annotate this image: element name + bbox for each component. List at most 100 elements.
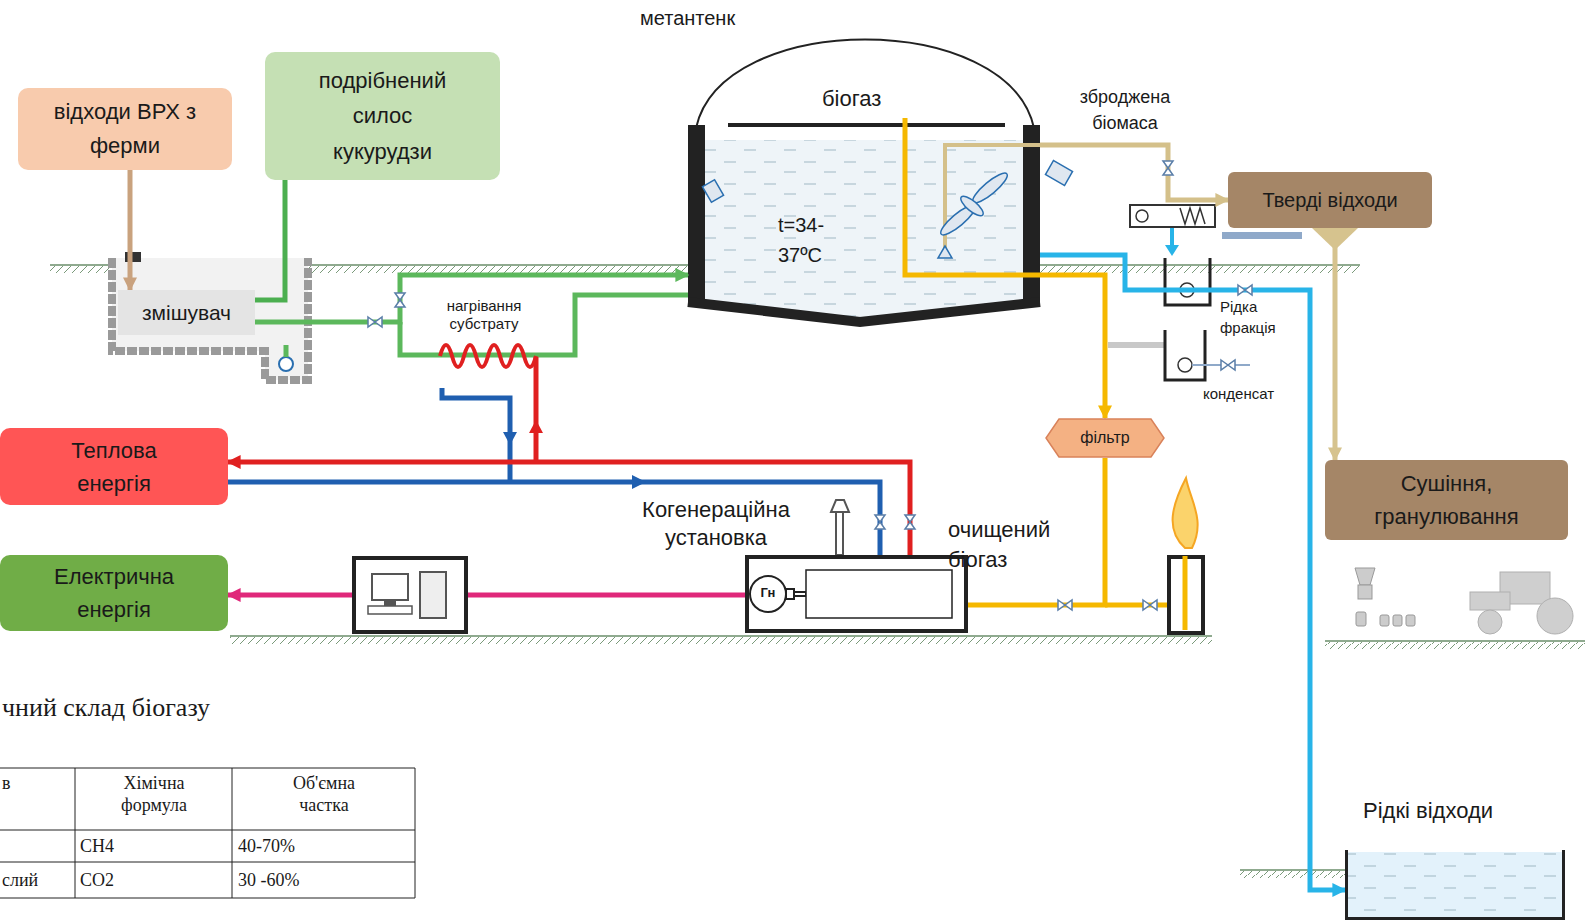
granulator xyxy=(1380,615,1389,626)
digester-liquid xyxy=(705,140,1023,318)
heat-pipe xyxy=(442,388,510,482)
mixer-pit xyxy=(112,252,308,380)
table-cell: Хімічна формула xyxy=(80,773,228,816)
mixer-pit xyxy=(125,252,141,262)
flow-pipe xyxy=(1040,145,1228,200)
source-box: відходи ВРХ з ферми xyxy=(18,88,232,170)
node-label: Когенераційна установка xyxy=(616,496,816,551)
ground-hatch xyxy=(1325,642,1585,649)
heat-pipe xyxy=(228,482,880,555)
generator-set xyxy=(786,589,794,599)
control-cabinet xyxy=(372,574,408,600)
hexagon-shape xyxy=(1046,419,1164,457)
mixer-box: змішувач xyxy=(118,290,255,335)
granulator xyxy=(1355,568,1415,626)
heat-arrow xyxy=(503,420,646,489)
liquid-tank: Рідкі відходи xyxy=(1345,850,1565,920)
stirrer-blade xyxy=(958,193,986,219)
separator xyxy=(1136,210,1148,222)
granulator xyxy=(1393,615,1402,626)
flow-pipe xyxy=(255,180,285,300)
heat-pipe xyxy=(228,357,880,555)
valve xyxy=(1238,285,1252,295)
granulator xyxy=(1358,585,1372,599)
solid-conveyor xyxy=(1222,228,1358,250)
stirrer xyxy=(945,145,1040,250)
tractor xyxy=(1470,592,1510,610)
condensate-pit xyxy=(1165,330,1205,380)
valve xyxy=(1163,161,1173,175)
mixer-pit xyxy=(279,357,293,371)
node-label: подрібнений силос кукурудзи xyxy=(308,63,458,169)
node-label: Рідкі відходи xyxy=(1363,798,1563,824)
node-label: відходи ВРХ з ферми xyxy=(43,95,208,163)
table-grid xyxy=(0,768,415,898)
condensate-pit xyxy=(1108,342,1165,348)
liquid-tank xyxy=(1347,852,1563,920)
digester-liquid xyxy=(705,140,1023,318)
control-cabinet xyxy=(354,558,466,632)
valve xyxy=(368,161,1252,610)
output-box: Тверді відходи xyxy=(1228,172,1432,228)
table-cell: в xyxy=(2,773,42,795)
flare-stack xyxy=(1183,556,1188,630)
granulator xyxy=(1356,612,1366,626)
flow-label: Рідка фракція xyxy=(1220,296,1304,338)
heat-arrow xyxy=(632,475,646,489)
node-label: Сушіння, гранулювання xyxy=(1362,467,1532,533)
biogas-pipe xyxy=(905,118,1040,275)
table-cell: Об'ємна частка xyxy=(236,773,412,816)
generator-set xyxy=(794,592,806,596)
digester-body xyxy=(688,302,1040,322)
node-label: Електрична енергія xyxy=(44,560,184,626)
mixer-pit xyxy=(112,258,308,380)
table-grid xyxy=(0,768,415,898)
stirrer-blade xyxy=(1045,161,1072,186)
ground-hatch xyxy=(1240,871,1345,878)
flow-label: Гн xyxy=(758,585,778,601)
digester-body xyxy=(1023,125,1040,305)
energy-box: Електрична енергія xyxy=(0,555,228,631)
table-cell: 40-70% xyxy=(238,836,408,858)
output-box: Сушіння, гранулювання xyxy=(1325,460,1568,540)
tractor xyxy=(1478,610,1502,634)
stirrer-blade xyxy=(702,180,723,203)
control-cabinet xyxy=(368,606,412,614)
flow-pipe xyxy=(228,593,745,598)
separator xyxy=(1130,205,1215,227)
ground-hatch xyxy=(230,637,1212,644)
tractor xyxy=(1537,598,1573,634)
digester-liquid xyxy=(705,140,1023,318)
source-box: подрібнений силос кукурудзи xyxy=(265,52,500,180)
flare xyxy=(1105,603,1168,608)
flow-pipe xyxy=(228,462,910,555)
flow-label: біогаз xyxy=(822,86,912,112)
flow-pipe xyxy=(1040,255,1345,890)
node-note: t=34- 37ºC xyxy=(778,210,840,270)
granulator xyxy=(1406,615,1415,626)
ground-hatch xyxy=(1040,266,1360,273)
node-label: Тверді відходи xyxy=(1262,188,1397,212)
liquid-tank xyxy=(1347,852,1563,920)
valve xyxy=(368,317,382,327)
liquid-tank xyxy=(1347,852,1563,920)
node-label: фільтр xyxy=(1080,428,1129,447)
solid-conveyor xyxy=(1222,232,1302,239)
cogeneration-unit: Когенераційна установка xyxy=(745,555,968,633)
control-cabinet xyxy=(354,558,466,632)
heating-coil xyxy=(440,345,536,367)
valve xyxy=(1221,360,1235,370)
flare-stack xyxy=(1169,556,1203,633)
digester-body xyxy=(688,125,705,305)
table-title: чний склад біогазу xyxy=(2,692,402,723)
generator-set xyxy=(750,570,952,618)
digester-body xyxy=(696,40,1034,129)
tractor xyxy=(1470,572,1573,634)
separator xyxy=(1180,208,1205,224)
stirrer-blade xyxy=(969,169,1010,206)
heat-arrow xyxy=(503,432,517,445)
filter-hexagon: фільтр xyxy=(1045,418,1165,458)
valve xyxy=(875,515,885,529)
